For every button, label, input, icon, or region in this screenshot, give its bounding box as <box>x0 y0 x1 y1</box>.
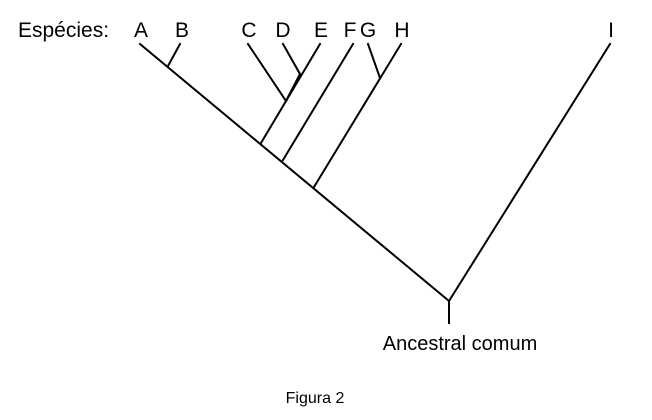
branch-gh-stem <box>312 42 403 189</box>
branch-b <box>166 42 182 68</box>
branch-i <box>447 42 612 303</box>
species-label-c: C <box>241 19 256 42</box>
species-label-d: D <box>275 19 290 42</box>
species-label-b: B <box>175 19 189 42</box>
branch-cd <box>284 72 302 103</box>
branch-d <box>281 42 302 76</box>
species-label-i: I <box>608 19 614 42</box>
root-label: Ancestral comum <box>383 333 538 355</box>
species-label-h: H <box>394 19 409 42</box>
branch-c <box>246 42 288 103</box>
branch-spine-a <box>138 42 451 303</box>
species-label-e: E <box>314 19 328 42</box>
branch-f <box>281 42 355 162</box>
species-label-g: G <box>360 19 376 42</box>
figure-caption: Figura 2 <box>286 390 345 407</box>
species-label-f: F <box>344 19 357 42</box>
species-row-label: Espécies: <box>18 19 109 42</box>
branch-g <box>366 42 382 80</box>
species-label-a: A <box>134 19 148 42</box>
